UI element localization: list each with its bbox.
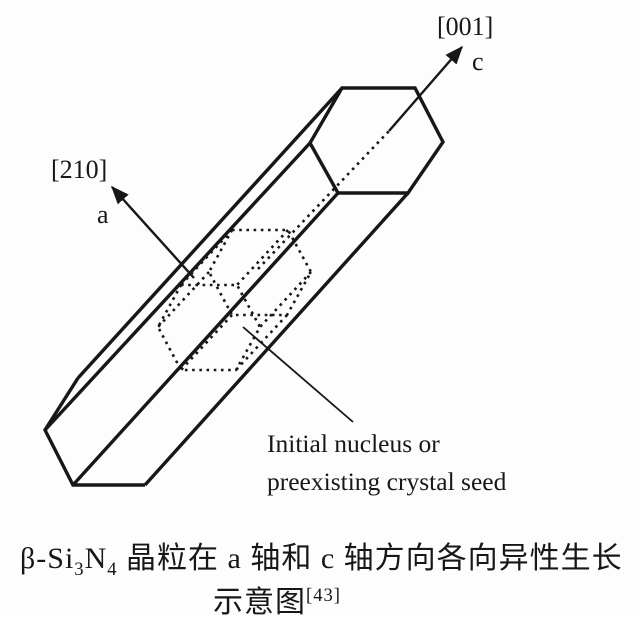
nucleus-edge <box>259 271 312 328</box>
prism-group <box>43 45 463 487</box>
prism-bottom-face-edges <box>43 377 145 487</box>
prism-long-edge-upper-left <box>43 141 312 432</box>
caption-line2-text: 示意图 <box>213 586 306 617</box>
nucleus-edge <box>180 314 233 371</box>
annotation-pointer-line <box>242 326 354 423</box>
citation-superscript: [43] <box>306 585 341 606</box>
caption-formula-prefix: β-Si <box>20 542 75 575</box>
a-axis-label: a <box>97 200 109 229</box>
figure-caption-line2: 示意图[43] <box>213 577 341 617</box>
prism-long-edge-bottom <box>143 191 410 487</box>
c-direction-label: [001] <box>437 12 493 41</box>
nucleus-back-hexagon-face <box>207 228 313 317</box>
caption-text: 晶粒在 a 轴和 c 轴方向各向异性生长 <box>117 542 623 575</box>
figure-caption-line1: β-Si3N4 晶粒在 a 轴和 c 轴方向各向异性生长 <box>20 533 623 581</box>
annotation-line2: preexisting crystal seed <box>267 467 507 496</box>
c-axis-label: c <box>472 47 484 76</box>
crystal-growth-diagram: [001] c [210] a Initial nucleus or preex… <box>43 12 507 496</box>
nucleus-edge <box>157 271 210 328</box>
nucleus-edge <box>236 229 289 286</box>
a-axis-arrow <box>111 185 195 279</box>
nucleus-edge <box>180 229 233 286</box>
annotation-line1: Initial nucleus or <box>267 429 440 458</box>
nucleus-front-hexagon-face <box>156 283 262 372</box>
c-axis-arrow <box>388 45 463 132</box>
prism-long-edge-top <box>76 86 344 380</box>
c-axis-dotted-line <box>257 130 390 270</box>
caption-formula-mid: N <box>84 542 108 575</box>
caption-formula-subscript-3: 3 <box>74 559 85 580</box>
caption-formula-subscript-4: 4 <box>107 559 118 580</box>
prism-long-edge-middle <box>71 191 340 487</box>
a-direction-label: [210] <box>51 155 107 184</box>
